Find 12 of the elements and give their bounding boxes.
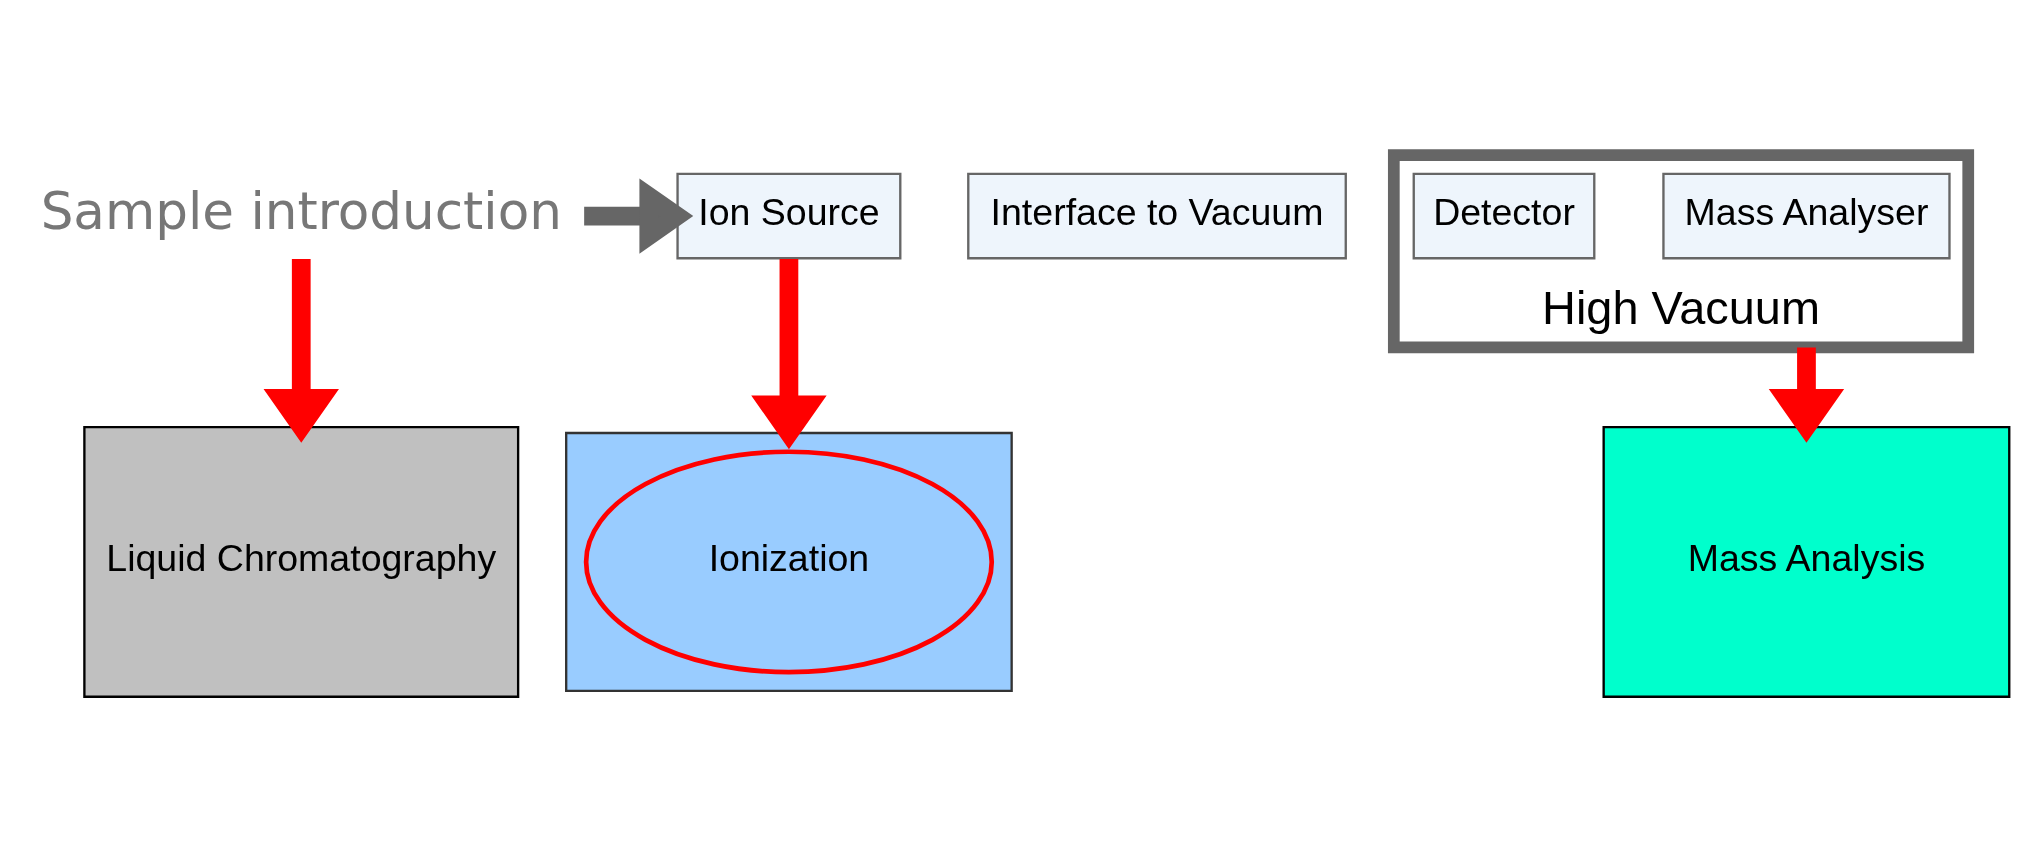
node-box: Interface to Vacuum (967, 172, 1347, 260)
node-box: Mass Analyser (1662, 172, 1951, 260)
node-box: Liquid Chromatography (83, 425, 520, 698)
node-box: Ion Source (676, 172, 902, 260)
node-text: Sample introduction (40, 181, 562, 242)
node-box: Detector (1412, 172, 1596, 260)
cluster (565, 431, 1013, 693)
node-box: Mass Analysis (1602, 425, 2011, 698)
arrow (584, 178, 694, 254)
node-ellipse: Ionization (583, 449, 995, 675)
arrow (1768, 347, 1845, 443)
arrow (263, 258, 339, 443)
